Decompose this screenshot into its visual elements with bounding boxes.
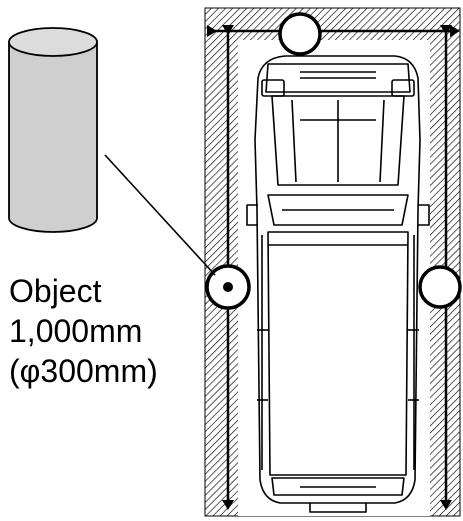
front-sensor-marker [278, 12, 322, 56]
cylinder-icon [8, 27, 98, 233]
right-sensor-marker [418, 265, 462, 309]
left-sensor-marker [205, 264, 251, 310]
object-label-height: 1,000mm [9, 313, 143, 349]
object-leader-line [104, 154, 216, 276]
object-label: Object 1,000mm (φ300mm) [9, 271, 199, 391]
object-label-title: Object [9, 273, 102, 309]
object-label-diameter: (φ300mm) [9, 353, 158, 389]
car-top-view-icon [246, 55, 430, 513]
